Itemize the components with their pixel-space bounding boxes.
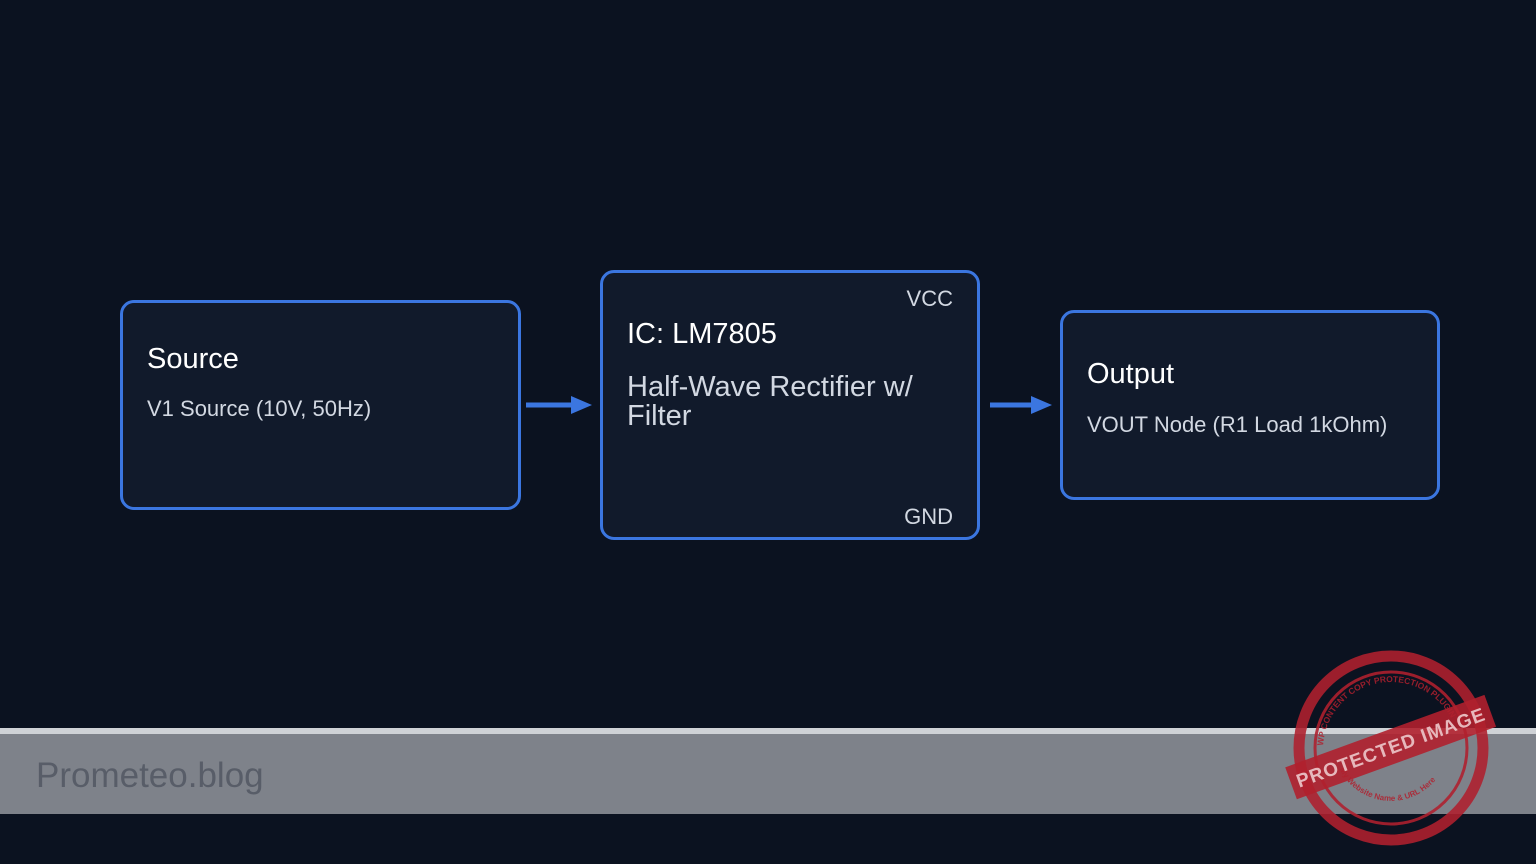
- output-title: Output: [1087, 358, 1175, 390]
- vcc-pin-label: VCC: [906, 286, 953, 311]
- source-title: Source: [147, 343, 239, 375]
- protected-image-stamp-icon: WP CONTENT COPY PROTECTION PLUGIN My Web…: [1285, 650, 1497, 846]
- output-block: Output VOUT Node (R1 Load 1kOhm): [1060, 310, 1440, 500]
- ic-description: Half-Wave Rectifier w/ Filter: [627, 371, 913, 432]
- output-subtitle: VOUT Node (R1 Load 1kOhm): [1087, 412, 1388, 437]
- arrow-source-to-ic: [526, 396, 592, 414]
- footer-bar: Prometeo.blog: [0, 734, 1536, 814]
- footer-site-name: Prometeo.blog: [36, 756, 264, 795]
- source-subtitle: V1 Source (10V, 50Hz): [147, 396, 372, 421]
- arrow-ic-to-output: [990, 396, 1052, 414]
- ic-block: VCC IC: LM7805 Half-Wave Rectifier w/ Fi…: [600, 270, 980, 540]
- ic-title: IC: LM7805: [627, 318, 777, 350]
- gnd-pin-label: GND: [904, 504, 953, 529]
- source-block: Source V1 Source (10V, 50Hz): [120, 300, 521, 510]
- footer-divider: [0, 728, 1536, 734]
